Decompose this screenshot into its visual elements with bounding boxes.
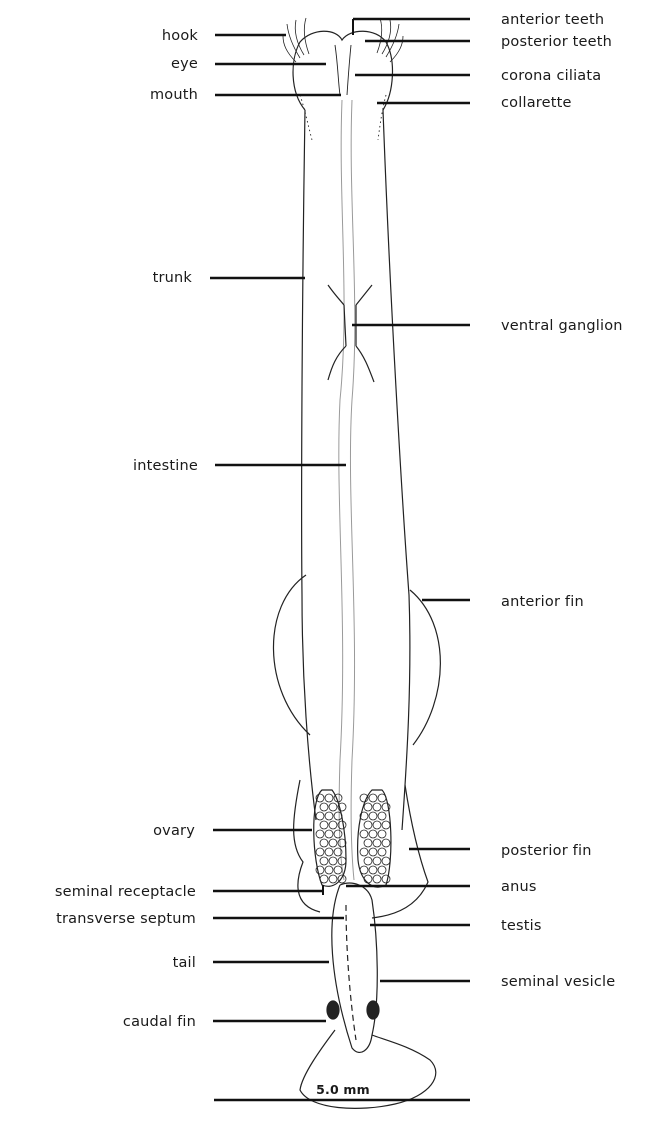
label-anus: anus [501, 879, 537, 895]
label-ovary: ovary [153, 823, 195, 839]
mouth-outline [335, 45, 351, 95]
ovary-egg [338, 839, 346, 847]
collarette-dots [300, 95, 386, 140]
label-hook: hook [162, 28, 199, 44]
ovary-egg [378, 848, 386, 856]
ovary-egg [360, 830, 368, 838]
ovary-egg [325, 848, 333, 856]
ovary-egg [369, 812, 377, 820]
ovary-egg [364, 803, 372, 811]
seminal-vesicle-right [367, 1001, 379, 1019]
ovary-egg [316, 848, 324, 856]
ovary-egg [378, 866, 386, 874]
label-tail: tail [173, 955, 196, 971]
label-collarette: collarette [501, 95, 572, 111]
ovary-egg [369, 866, 377, 874]
label-seminal-receptacle: seminal receptacle [55, 884, 196, 900]
ovary-egg [378, 794, 386, 802]
left-labels: hook eye mouth trunk intestine ovary sem… [55, 28, 199, 1030]
ovary-egg [360, 848, 368, 856]
ovary-egg [325, 812, 333, 820]
intestine-line-right [350, 100, 354, 880]
right-labels: anterior teeth posterior teeth corona ci… [501, 12, 623, 990]
scale-bar-label: 5.0 mm [316, 1082, 370, 1097]
ovary-egg [329, 821, 337, 829]
label-seminal-vesicle: seminal vesicle [501, 974, 615, 990]
label-mouth: mouth [150, 87, 198, 103]
label-testis: testis [501, 918, 542, 934]
ovary-egg [325, 794, 333, 802]
label-anterior-fin: anterior fin [501, 594, 584, 610]
ovary-egg [369, 848, 377, 856]
label-ventral-ganglion: ventral ganglion [501, 318, 623, 334]
ovary-egg [364, 821, 372, 829]
ovary-egg [373, 875, 381, 883]
ovary-egg [320, 803, 328, 811]
ovary-egg [320, 857, 328, 865]
ovary-egg [325, 866, 333, 874]
label-transverse-septum: transverse septum [56, 911, 196, 927]
head-outline [293, 31, 392, 110]
ovary-egg [320, 875, 328, 883]
ovary-egg [373, 839, 381, 847]
label-corona-ciliata: corona ciliata [501, 68, 601, 84]
ovary-egg [369, 794, 377, 802]
ovary-egg [373, 857, 381, 865]
ovary-egg [320, 839, 328, 847]
ovary-egg [360, 866, 368, 874]
ovary-egg [364, 839, 372, 847]
ovary-egg [382, 875, 390, 883]
ovary-egg [320, 821, 328, 829]
ovary-egg [382, 857, 390, 865]
seminal-vesicle-left [327, 1001, 339, 1019]
anterior-fin-left [273, 575, 310, 735]
ovary-egg [382, 839, 390, 847]
ovary-egg [329, 839, 337, 847]
tail-center-dash [346, 905, 356, 1040]
ovary-egg [373, 821, 381, 829]
ovary-egg [334, 830, 342, 838]
ovary-egg [334, 812, 342, 820]
label-intestine: intestine [133, 458, 198, 474]
ovary-egg [329, 803, 337, 811]
trunk-outline-right [383, 110, 410, 830]
label-posterior-fin: posterior fin [501, 843, 592, 859]
ganglion-shape [328, 285, 374, 382]
hooks-left [283, 18, 309, 62]
ovary-egg [316, 830, 324, 838]
ovary-egg [382, 821, 390, 829]
ovary-egg [378, 812, 386, 820]
ovary-egg [334, 866, 342, 874]
label-anterior-teeth: anterior teeth [501, 12, 604, 28]
ovary-egg [329, 857, 337, 865]
ovary-egg [364, 857, 372, 865]
ovary-egg [373, 803, 381, 811]
ovary-egg [364, 875, 372, 883]
ovary-egg [369, 830, 377, 838]
anterior-fin-right [410, 590, 440, 745]
ovary-egg [316, 812, 324, 820]
label-eye: eye [171, 56, 198, 72]
ovary-egg [378, 830, 386, 838]
label-trunk: trunk [153, 270, 193, 286]
intestine-line-left [339, 100, 344, 880]
label-posterior-teeth: posterior teeth [501, 34, 612, 50]
ovary-egg [329, 875, 337, 883]
organism-body [273, 18, 440, 1108]
label-caudal-fin: caudal fin [123, 1014, 196, 1030]
ovary-egg [325, 830, 333, 838]
